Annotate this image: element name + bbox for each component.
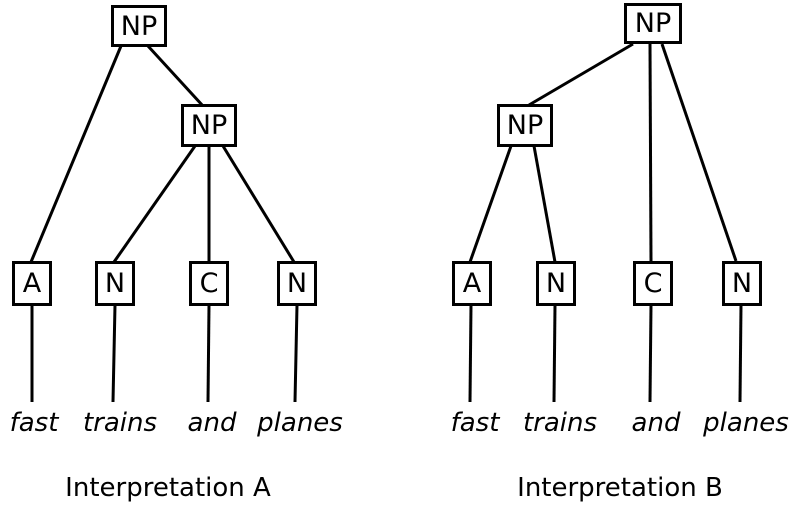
tree-b-leaf-n1-node: N [536, 261, 576, 306]
stem-a-trains [111, 304, 117, 403]
tree-a-leaf-n1-node: N [95, 261, 135, 306]
tree-a-leaf-a-node: A [12, 261, 52, 306]
stem-a-planes [293, 304, 299, 403]
tree-a-leaf-c-node: C [189, 261, 229, 306]
edge-b-inner-to-n1 [532, 145, 557, 263]
edge-a-root-to-a [29, 45, 123, 263]
stem-a-and [206, 304, 211, 403]
edge-b-inner-to-a [468, 145, 513, 263]
tree-a-inner-np-node: NP [181, 104, 237, 147]
tree-a-word-trains: trains [82, 408, 158, 438]
tree-b-leaf-a-node: A [452, 261, 492, 306]
edge-a-inner-to-n1 [112, 145, 197, 263]
tree-b-word-planes: planes [703, 408, 789, 438]
tree-a-root-np-node: NP [111, 5, 167, 47]
edge-b-root-to-c [648, 43, 653, 262]
tree-a-leaf-n2-node: N [277, 261, 317, 306]
tree-a-word-planes: planes [257, 408, 343, 438]
stem-b-planes [738, 304, 743, 403]
tree-b-word-fast: fast [450, 408, 500, 438]
tree-b-root-np-node: NP [624, 3, 682, 44]
edge-a-root-to-inner [146, 44, 205, 108]
tree-a-word-and: and [187, 408, 237, 438]
tree-a-word-fast: fast [9, 408, 59, 438]
stem-b-trains [552, 304, 557, 403]
tree-b-leaf-c-node: C [633, 261, 673, 306]
tree-b-leaf-n2-node: N [722, 261, 762, 306]
stem-b-fast [468, 304, 473, 403]
edge-a-inner-to-n2 [221, 145, 296, 263]
edge-b-root-to-inner [528, 42, 634, 107]
tree-b-inner-np-node: NP [497, 104, 553, 147]
stem-b-and [648, 304, 653, 403]
tree-b-word-trains: trains [522, 408, 598, 438]
edge-b-root-to-n2 [660, 43, 738, 262]
tree-a-caption: Interpretation A [65, 473, 271, 503]
tree-b-word-and: and [631, 408, 681, 438]
tree-b-caption: Interpretation B [517, 473, 723, 503]
